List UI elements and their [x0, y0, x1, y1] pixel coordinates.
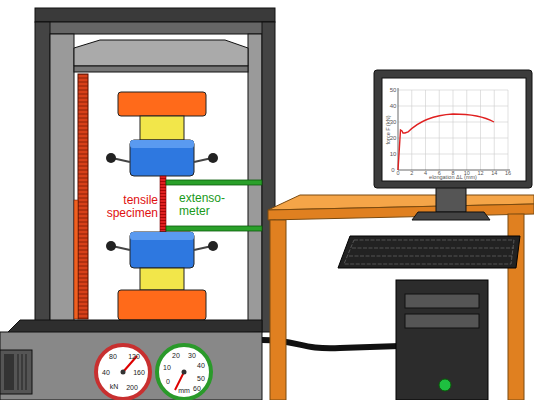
force-gauge — [96, 345, 150, 399]
top-plate-edge — [35, 22, 275, 34]
base — [0, 332, 262, 400]
upper-platen — [118, 92, 206, 116]
tick-label: 50 — [390, 87, 397, 94]
tick-label: 4 — [424, 170, 427, 176]
gauge-scale: 40 — [102, 369, 110, 377]
gauge-scale: 0 — [166, 378, 170, 386]
crosshead — [74, 40, 248, 66]
lower-grip-top — [130, 232, 194, 240]
gauge-scale: 80 — [109, 353, 117, 361]
drive-bay — [405, 294, 479, 308]
motor — [0, 350, 32, 394]
monitor-stand — [436, 186, 466, 212]
lower-grip — [130, 232, 194, 268]
elongation-gauge — [157, 345, 211, 399]
gauge-scale: 200 — [126, 384, 138, 392]
tick-label: 10 — [390, 151, 397, 158]
monitor-foot — [412, 212, 490, 220]
top-plate — [35, 8, 275, 22]
tick-label: 0 — [396, 170, 399, 176]
gauge-scale: 60 — [193, 385, 201, 393]
monitor — [374, 70, 532, 188]
grip-knob — [106, 153, 116, 163]
lower-adapter — [140, 268, 184, 290]
gauge-scale: 10 — [163, 364, 171, 372]
stress-strain-curve — [398, 114, 494, 170]
grip-knob — [208, 153, 218, 163]
keyboard — [338, 236, 520, 268]
gauge-scale: 160 — [133, 369, 145, 377]
tick-label: 0 — [391, 167, 394, 174]
tick-label: 10 — [464, 170, 470, 176]
tick-label: 20 — [390, 135, 397, 142]
upper-grip-top — [130, 140, 194, 148]
left-post-outer — [35, 22, 50, 332]
computer-tower — [396, 280, 488, 400]
extensometer-arm — [166, 226, 262, 231]
lower-platen — [118, 290, 206, 320]
tick-label: 8 — [451, 170, 454, 176]
tick-label: 16 — [505, 170, 511, 176]
drive-strip — [74, 200, 78, 319]
gauge-unit: mm — [178, 387, 190, 395]
grip-knob — [106, 241, 116, 251]
gauge-scale: 40 — [197, 362, 205, 370]
desk-leg — [270, 220, 286, 400]
gauge-scale: 20 — [172, 352, 180, 360]
power-button — [439, 379, 451, 391]
left-post — [50, 34, 74, 332]
grip-knob — [208, 241, 218, 251]
tick-label: 6 — [438, 170, 441, 176]
upper-adapter — [140, 116, 184, 140]
desk-edge — [268, 204, 534, 220]
tick-label: 2 — [410, 170, 413, 176]
crosshead-edge — [74, 66, 248, 72]
keyboard-keys — [344, 240, 514, 264]
tick-label: 30 — [390, 119, 397, 126]
chart-grid — [398, 90, 508, 170]
screen — [382, 78, 526, 181]
upper-grip — [130, 140, 194, 176]
part-label: extenso- meter — [179, 192, 235, 218]
tick-label: 12 — [477, 170, 483, 176]
specimen — [160, 176, 166, 232]
tick-label: 14 — [491, 170, 497, 176]
gauge-scale: 120 — [128, 353, 140, 361]
part-label: tensile specimen — [102, 194, 158, 220]
gauge-scale: 30 — [188, 352, 196, 360]
tick-label: 40 — [390, 103, 397, 110]
drive-screw — [78, 74, 88, 319]
drive-bay — [405, 314, 479, 328]
motor-end — [4, 354, 14, 390]
extensometer-arm — [166, 180, 262, 185]
gauge-scale: 50 — [197, 375, 205, 383]
gauge-unit: kN — [110, 383, 119, 391]
